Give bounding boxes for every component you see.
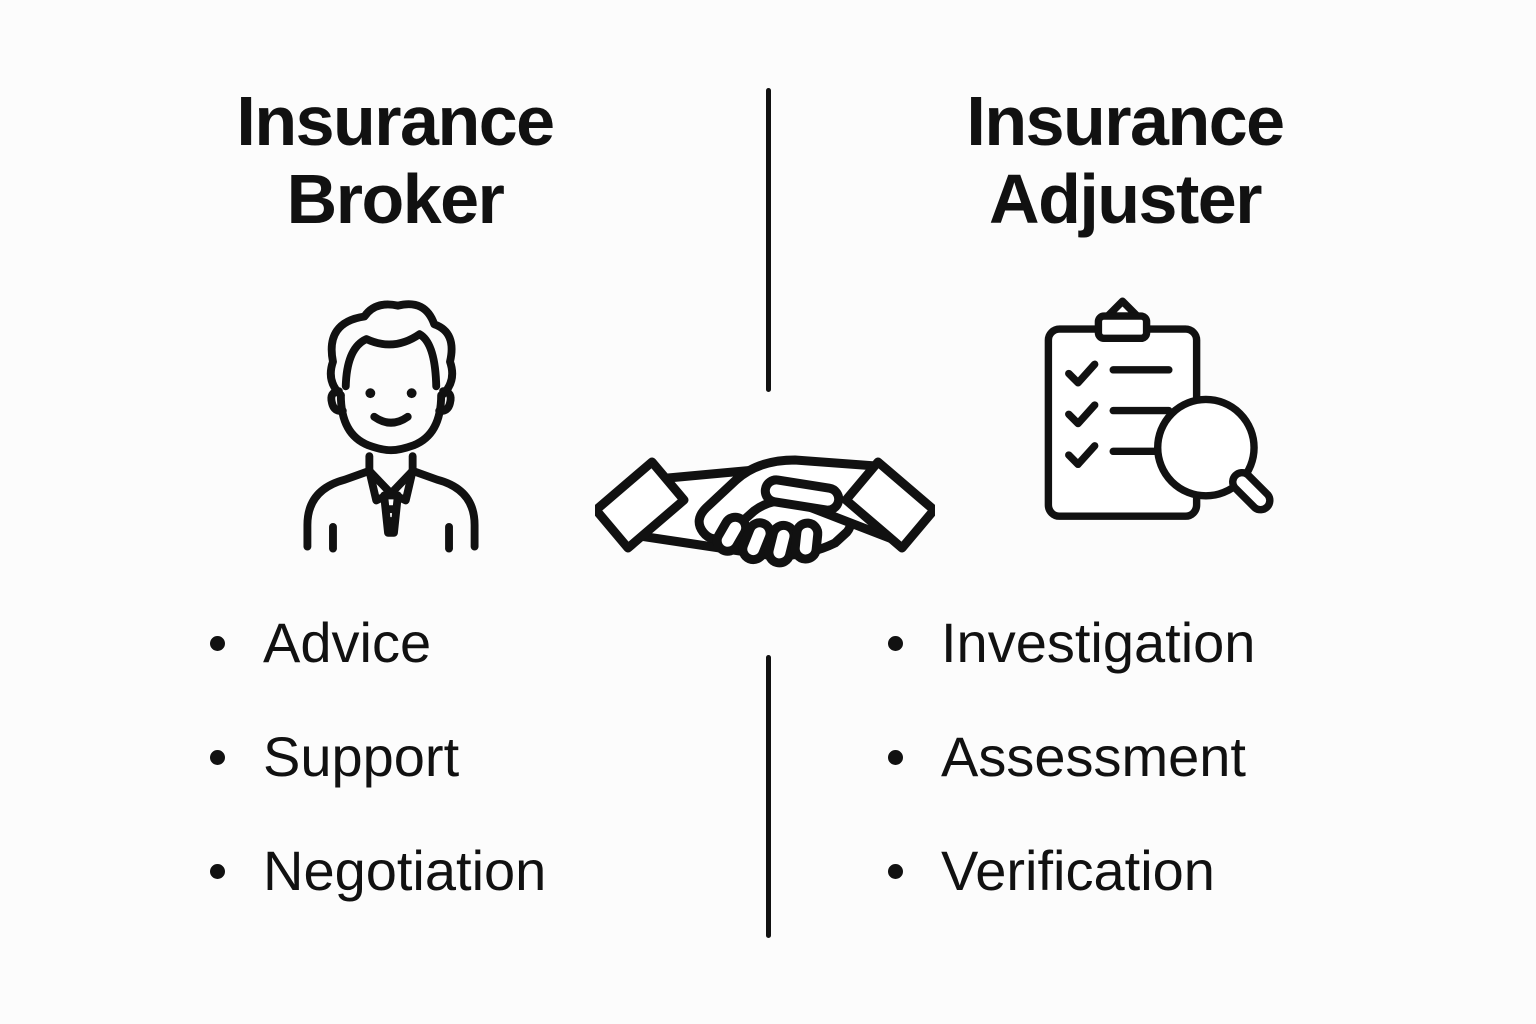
list-item: Support xyxy=(210,726,546,788)
adjuster-list: Investigation Assessment Verification xyxy=(888,612,1255,954)
broker-title-line1: Insurance xyxy=(236,82,555,160)
divider-bottom xyxy=(766,655,771,938)
bullet-dot xyxy=(210,749,225,765)
adjuster-title-line2: Adjuster xyxy=(989,160,1262,239)
list-item: Verification xyxy=(888,840,1255,902)
bullet-dot xyxy=(210,863,225,879)
broker-title-line2: Broker xyxy=(286,160,505,239)
bullet-dot xyxy=(210,635,225,651)
bullet-dot xyxy=(888,635,903,651)
adjuster-title-line1: Insurance xyxy=(966,82,1285,160)
list-item: Assessment xyxy=(888,726,1255,788)
broker-title: Insurance Broker xyxy=(60,82,730,239)
list-item: Investigation xyxy=(888,612,1255,674)
adjuster-item-verification: Verification xyxy=(941,839,1215,902)
handshake-icon xyxy=(595,455,935,568)
bullet-dot xyxy=(888,863,903,879)
divider-top xyxy=(766,88,771,392)
person-icon xyxy=(303,300,479,553)
list-item: Advice xyxy=(210,612,546,674)
bullet-dot xyxy=(888,749,903,765)
adjuster-item-assessment: Assessment xyxy=(941,725,1246,788)
broker-item-negotiation: Negotiation xyxy=(263,839,547,902)
adjuster-icon-wrap xyxy=(1028,292,1280,525)
adjuster-title: Insurance Adjuster xyxy=(790,82,1460,239)
broker-list: Advice Support Negotiation xyxy=(210,612,546,954)
broker-icon-wrap xyxy=(272,285,510,553)
list-item: Negotiation xyxy=(210,840,546,902)
adjuster-item-investigation: Investigation xyxy=(941,611,1256,674)
broker-item-support: Support xyxy=(263,725,460,788)
broker-item-advice: Advice xyxy=(263,611,432,674)
handshake-icon-wrap xyxy=(595,420,935,650)
clipboard-checklist-magnifier-icon xyxy=(1044,297,1274,520)
